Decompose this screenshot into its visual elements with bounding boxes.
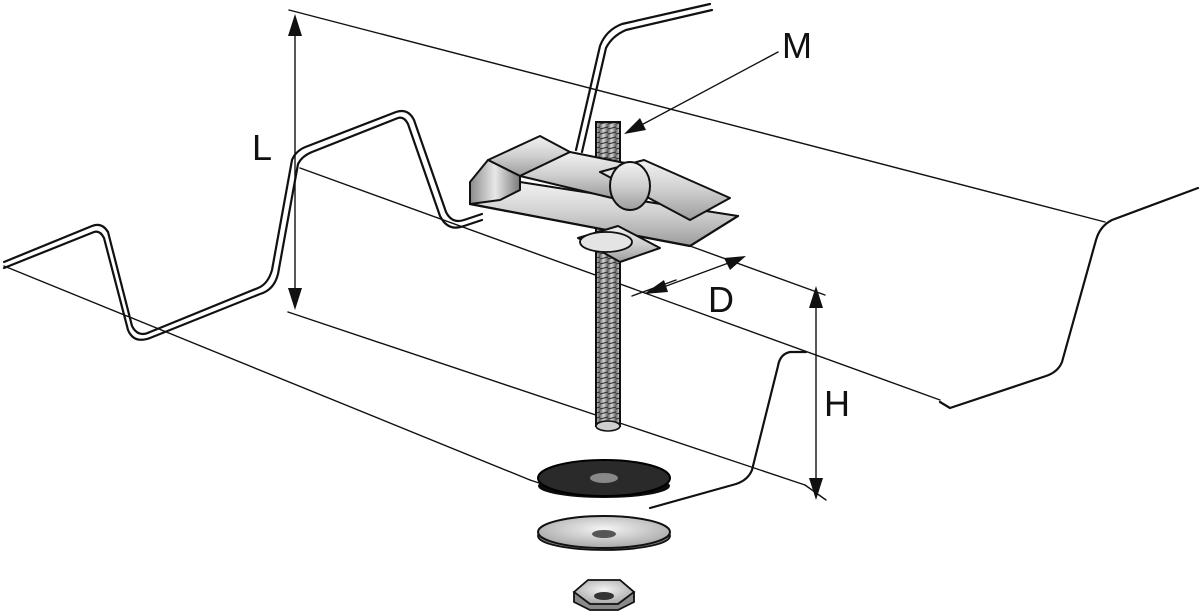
label-H: H: [824, 383, 850, 424]
clip-saddle: [609, 161, 651, 211]
trapezoidal-deck: [2, 2, 1200, 510]
dimension-L: L: [252, 14, 302, 310]
deck-far-top-edge: [288, 9, 1106, 223]
deck-right-profile: [938, 186, 1200, 410]
arrow-leader-icon: [624, 118, 646, 134]
deck-front-profile: [2, 109, 484, 336]
rod-lower: [595, 231, 621, 427]
clip-lower-washer: [579, 231, 633, 253]
deck-lower-edge: [287, 311, 806, 486]
deck-left-bottom-edge: [3, 265, 531, 481]
dimension-H: H: [804, 286, 850, 501]
deck-far-profile: [574, 2, 712, 152]
rubber-washer-hole: [590, 473, 618, 483]
deck-lower-rib: [648, 350, 808, 510]
arrow-up-icon: [288, 14, 302, 36]
arrow-right-icon: [724, 256, 746, 270]
dimension-D: D: [631, 245, 826, 320]
arrow-down-icon: [809, 478, 823, 500]
rubber-washer: [537, 459, 671, 498]
label-L: L: [252, 127, 272, 168]
rod-end: [595, 420, 621, 432]
steel-washer-hole: [592, 530, 616, 538]
deck-far-profile-inner: [580, 8, 714, 154]
arrow-up-icon: [809, 286, 823, 308]
label-M: M: [782, 25, 812, 66]
label-D: D: [708, 279, 734, 320]
arrow-left-icon: [644, 280, 668, 294]
steel-washer: [537, 515, 671, 551]
deck-front-profile-inner: [2, 116, 484, 341]
hex-nut: [572, 579, 636, 611]
arrow-down-icon: [288, 288, 302, 310]
dimension-M: M: [624, 25, 812, 134]
hex-nut-hole: [594, 592, 614, 600]
channel-clip: [468, 135, 740, 263]
